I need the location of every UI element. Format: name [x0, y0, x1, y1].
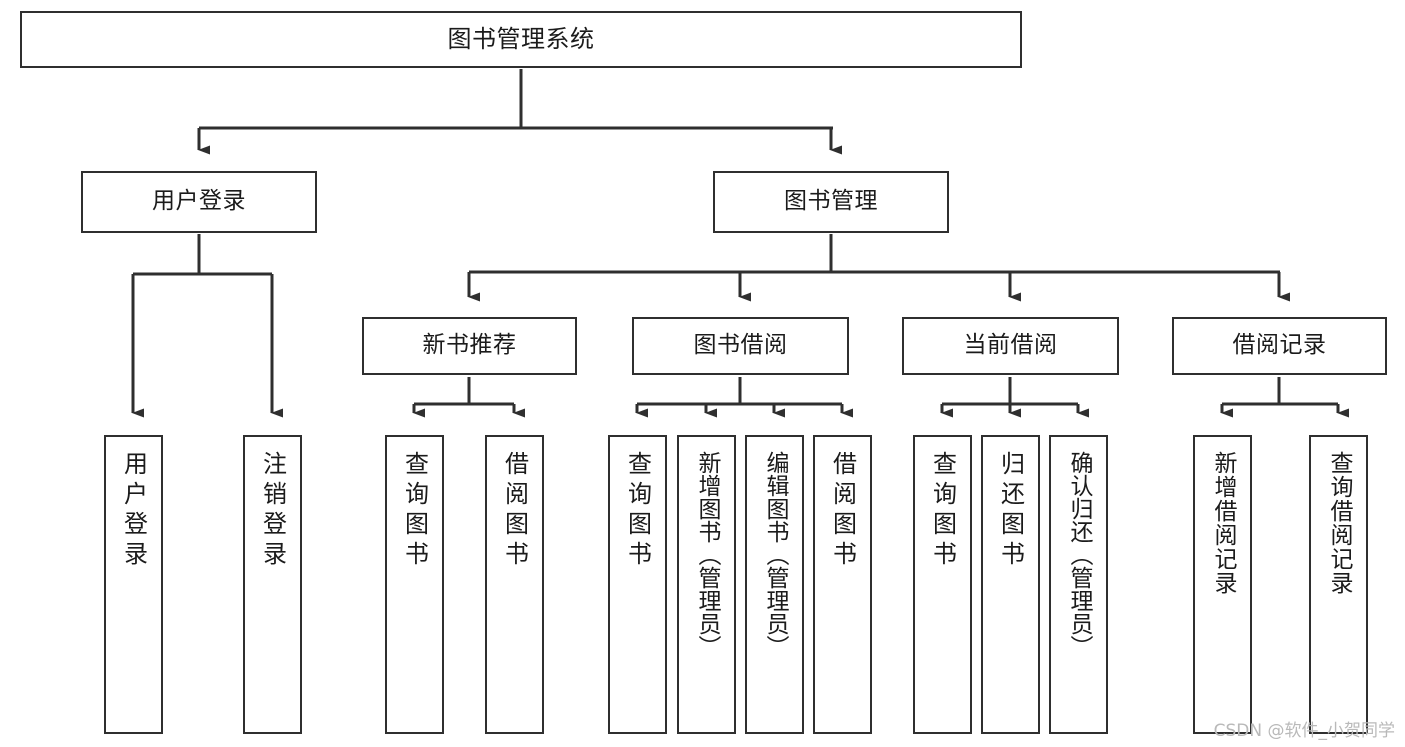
- node-label: 新书推荐: [422, 332, 517, 359]
- leaf-book-borrow-edit-book-admin[interactable]: 编辑图书（管理员）: [745, 435, 804, 734]
- leaf-book-borrow-add-book-admin[interactable]: 新增图书（管理员）: [677, 435, 736, 734]
- node-label: 查询图书: [623, 451, 652, 571]
- node-label: 查询图书: [400, 451, 429, 571]
- node-label: 图书借阅: [693, 332, 788, 359]
- leaf-new-book-query-book[interactable]: 查询图书: [385, 435, 444, 734]
- node-label: 新增图书（管理员）: [694, 451, 720, 658]
- node-label: 图书管理系统: [447, 25, 595, 54]
- node-label: 查询图书: [928, 451, 957, 571]
- node-label: 用户登录: [152, 188, 246, 215]
- node-book-management[interactable]: 图书管理: [713, 171, 949, 233]
- node-label: 用户登录: [119, 451, 148, 571]
- leaf-borrow-records-query-record[interactable]: 查询借阅记录: [1309, 435, 1368, 734]
- node-label: 归还图书: [996, 451, 1025, 571]
- node-root-book-management-system[interactable]: 图书管理系统: [20, 11, 1022, 68]
- node-label: 查询借阅记录: [1326, 451, 1352, 595]
- node-label: 借阅图书: [828, 451, 857, 571]
- leaf-book-borrow-borrow-book[interactable]: 借阅图书: [813, 435, 872, 734]
- leaf-current-borrow-return-book[interactable]: 归还图书: [981, 435, 1040, 734]
- leaf-user-login-sign-in[interactable]: 用户登录: [104, 435, 163, 734]
- leaf-current-borrow-query-book[interactable]: 查询图书: [913, 435, 972, 734]
- leaf-book-borrow-query-book[interactable]: 查询图书: [608, 435, 667, 734]
- node-book-borrow[interactable]: 图书借阅: [632, 317, 849, 375]
- leaf-borrow-records-add-record[interactable]: 新增借阅记录: [1193, 435, 1252, 734]
- node-user-login[interactable]: 用户登录: [81, 171, 317, 233]
- node-label: 编辑图书（管理员）: [762, 451, 788, 658]
- leaf-user-login-sign-out[interactable]: 注销登录: [243, 435, 302, 734]
- node-label: 当前借阅: [963, 332, 1058, 359]
- node-label: 确认归还（管理员）: [1066, 451, 1092, 658]
- node-label: 借阅图书: [500, 451, 529, 571]
- node-label: 新增借阅记录: [1210, 451, 1236, 595]
- node-borrow-records[interactable]: 借阅记录: [1172, 317, 1387, 375]
- leaf-new-book-borrow-book[interactable]: 借阅图书: [485, 435, 544, 734]
- node-label: 图书管理: [784, 188, 878, 215]
- node-current-borrow[interactable]: 当前借阅: [902, 317, 1119, 375]
- node-new-book-recommend[interactable]: 新书推荐: [362, 317, 577, 375]
- node-label: 注销登录: [258, 451, 287, 571]
- node-label: 借阅记录: [1232, 332, 1327, 359]
- leaf-current-borrow-confirm-return-admin[interactable]: 确认归还（管理员）: [1049, 435, 1108, 734]
